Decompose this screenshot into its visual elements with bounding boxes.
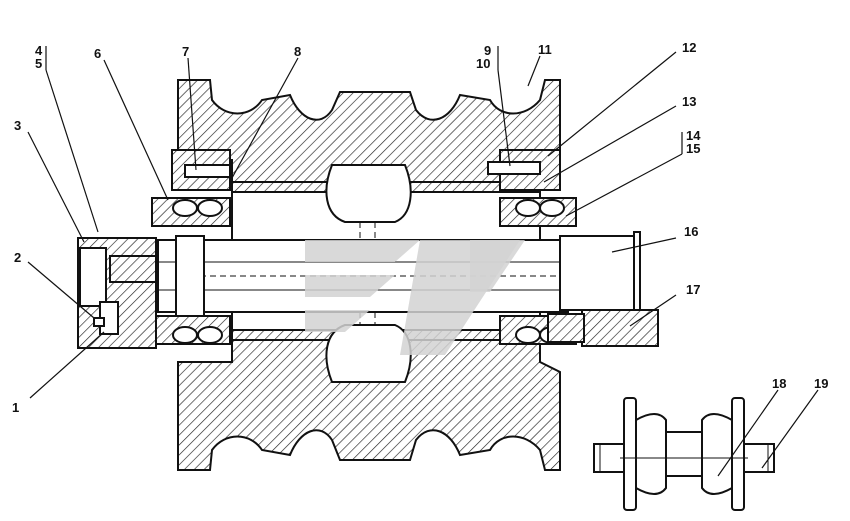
callout-11: 11 (538, 42, 552, 57)
callout-14: 14 (686, 128, 701, 143)
callout-15: 15 (686, 141, 700, 156)
leader-lines (27, 46, 819, 477)
callout-1: 1 (12, 400, 19, 415)
callout-labels: 1 2 3 4 5 6 7 8 9 10 11 12 13 14 15 16 1… (12, 40, 828, 415)
right-shaft-end (547, 231, 659, 347)
roller-body-lower (177, 339, 561, 471)
callout-16: 16 (684, 224, 698, 239)
watermark-logo (305, 240, 525, 355)
callout-7: 7 (182, 44, 189, 59)
callout-6: 6 (94, 46, 101, 61)
roller-body-upper (177, 79, 561, 183)
callout-8: 8 (294, 44, 301, 59)
left-end-cap (77, 237, 157, 349)
callout-12: 12 (682, 40, 696, 55)
callout-18: 18 (772, 376, 786, 391)
callout-5: 5 (35, 56, 42, 71)
callout-10: 10 (476, 56, 490, 71)
callout-19: 19 (814, 376, 828, 391)
callout-2: 2 (14, 250, 21, 265)
callout-17: 17 (686, 282, 700, 297)
small-assembly-view (593, 397, 775, 511)
hub-cavity (231, 164, 541, 383)
callout-3: 3 (14, 118, 21, 133)
callout-4: 4 (35, 43, 43, 58)
callout-9: 9 (484, 43, 491, 58)
callout-13: 13 (682, 94, 696, 109)
